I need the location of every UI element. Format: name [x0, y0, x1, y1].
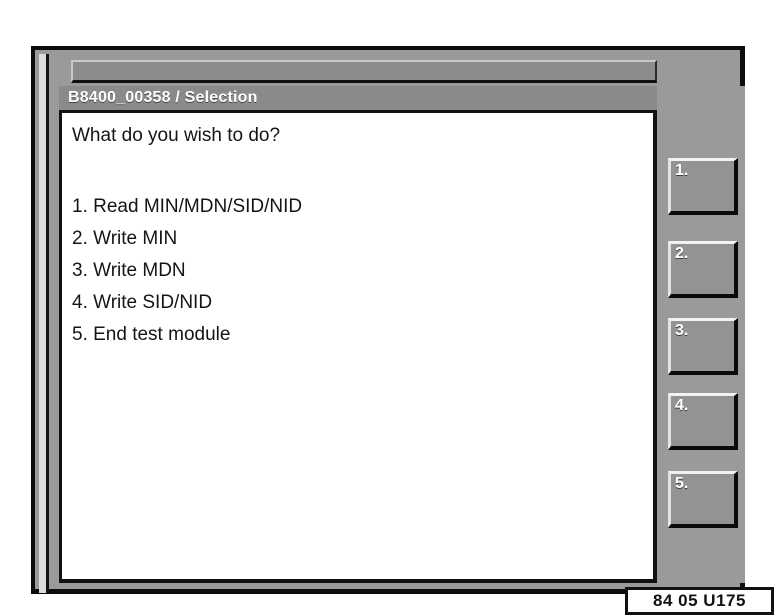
content-panel: What do you wish to do? 1. Read MIN/MDN/… — [59, 110, 657, 583]
softkey-column: 1. 2. 3. 4. 5. — [661, 86, 745, 583]
frame-left-gutter — [39, 54, 46, 593]
softkey-button-3[interactable]: 3. — [668, 318, 738, 375]
selection-menu-list: 1. Read MIN/MDN/SID/NID 2. Write MIN 3. … — [72, 191, 653, 351]
menu-item-3[interactable]: 3. Write MDN — [72, 260, 186, 281]
menu-item-4[interactable]: 4. Write SID/NID — [72, 292, 213, 313]
frame-left-divider — [46, 54, 49, 593]
softkey-button-1[interactable]: 1. — [668, 158, 738, 215]
title-bar: B8400_00358 / Selection — [59, 86, 657, 110]
device-screen-frame: B8400_00358 / Selection What do you wish… — [31, 46, 774, 615]
menu-item-1[interactable]: 1. Read MIN/MDN/SID/NID — [72, 196, 303, 217]
softkey-button-5[interactable]: 5. — [668, 471, 738, 528]
toolbar-strip — [71, 60, 657, 83]
prompt-question: What do you wish to do? — [72, 125, 281, 146]
content-inner: What do you wish to do? 1. Read MIN/MDN/… — [62, 113, 653, 351]
menu-item-2[interactable]: 2. Write MIN — [72, 228, 178, 249]
softkey-button-4[interactable]: 4. — [668, 393, 738, 450]
softkey-button-2[interactable]: 2. — [668, 241, 738, 298]
menu-item-5[interactable]: 5. End test module — [72, 324, 231, 345]
status-code-bar: 84 05 U175 — [625, 587, 774, 615]
